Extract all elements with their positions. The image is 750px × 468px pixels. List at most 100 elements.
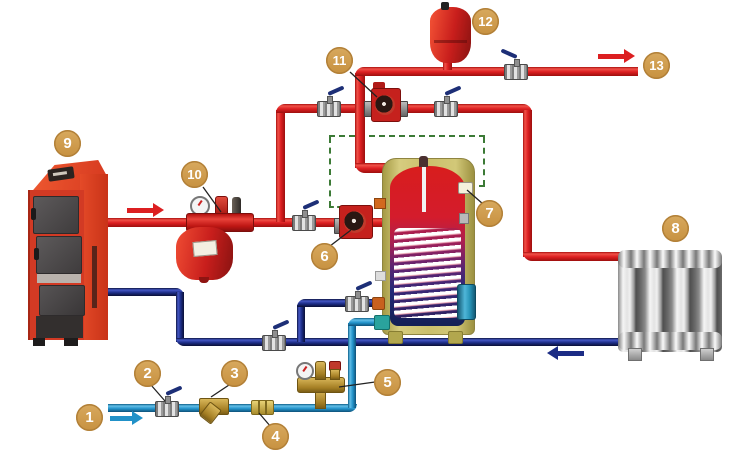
solid-fuel-boiler (26, 156, 110, 350)
arrow-shaft (127, 208, 153, 213)
callout-number: 1 (85, 409, 94, 426)
air-vent (232, 197, 241, 215)
tank-foot-right (448, 331, 463, 344)
pump-face (375, 95, 395, 115)
tank-middle-left-stub (375, 271, 386, 281)
callout-1: 1 (76, 404, 103, 431)
callout-number: 13 (649, 58, 664, 73)
tank-heating-coil (394, 228, 461, 318)
dhw-pressure-gauge (296, 362, 314, 380)
callout-3: 3 (221, 360, 248, 387)
dhw-tank-top-pipe (355, 163, 392, 173)
pump-face (344, 211, 366, 233)
callout-9: 9 (54, 130, 81, 157)
dhw-outlet-ball-valve (504, 59, 528, 80)
callout-number: 7 (485, 205, 494, 222)
dhw-outlet-riser-pipe (355, 73, 365, 168)
heating-pump-valve-right (434, 96, 458, 117)
pump-terminal-box (373, 82, 385, 91)
dhw-air-vent (315, 361, 326, 380)
radiator-top-header (618, 250, 722, 268)
dhw-safety-valve-body (330, 369, 340, 380)
cold-water-inlet-fitting (374, 315, 390, 330)
tank-side-stub (459, 213, 469, 224)
callout-number: 2 (143, 365, 152, 382)
union-ridge (258, 401, 260, 414)
sensor-wire-right (483, 137, 485, 186)
pipe-union-fitting (251, 400, 274, 415)
tank-top-fitting (419, 156, 428, 167)
dhw-top-flow-arrow (598, 49, 635, 63)
boiler-foot-left (33, 338, 45, 346)
boiler-circulation-pump (334, 203, 376, 247)
boiler-upper-door (33, 196, 79, 234)
radiator-foot-right (700, 348, 714, 361)
callout-number: 10 (187, 167, 202, 182)
callout-6: 6 (311, 243, 338, 270)
sensor-wire-left (329, 137, 331, 207)
heating-circulation-pump (364, 82, 408, 126)
leader-line-3 (210, 384, 230, 398)
sensor-wire-to-pump (329, 206, 342, 208)
coil-return-fitting (372, 297, 385, 310)
heating-pump-valve-left (317, 96, 341, 117)
cold-water-riser-pipe (348, 323, 356, 408)
heating-expansion-tank (176, 227, 233, 283)
radiator (618, 250, 722, 361)
expansion-tank-label (192, 239, 218, 258)
callout-number: 4 (271, 428, 280, 445)
cold-water-inlet-flow-arrow (110, 411, 143, 425)
radiator-return-flow-arrow (547, 346, 584, 360)
boiler-side-slot (92, 246, 97, 308)
vessel-air-valve (441, 2, 449, 10)
return-ball-valve (262, 330, 286, 351)
callout-number: 12 (478, 14, 493, 29)
sensor-wire-to-sensor (468, 185, 485, 187)
callout-11: 11 (326, 47, 353, 74)
callout-4: 4 (262, 423, 289, 450)
return-riser-pipe (176, 292, 184, 342)
arrow-shaft (110, 416, 132, 421)
expansion-tank-cap (199, 277, 209, 283)
arrow-shaft (558, 351, 584, 356)
tank-temperature-sensor (458, 182, 473, 194)
callout-number: 6 (320, 248, 329, 265)
cold-water-tank-pipe (348, 318, 382, 326)
boiler-middle-door (36, 236, 82, 274)
cold-inlet-ball-valve (155, 396, 179, 417)
cold-water-inlet-pipe (108, 404, 357, 412)
boiler-trim-strip (37, 274, 81, 283)
boiler-door-handle-upper (31, 208, 36, 220)
callout-5: 5 (374, 369, 401, 396)
tank-right-connection (457, 284, 476, 320)
boiler-logo-mark (52, 171, 68, 177)
callout-number: 3 (230, 365, 239, 382)
tank-sensor-tube (422, 166, 426, 212)
callout-8: 8 (662, 215, 689, 242)
callout-13: 13 (643, 52, 670, 79)
dhw-expansion-vessel (430, 7, 471, 63)
radiator-supply-pipe (523, 252, 621, 261)
supply-ball-valve (292, 210, 316, 231)
boiler-return-pipe (104, 288, 184, 296)
vessel-seam (434, 40, 467, 43)
callout-7: 7 (476, 200, 503, 227)
coil-return-pipe (297, 299, 385, 307)
tank-upper-left-stub (374, 198, 386, 209)
callout-2: 2 (134, 360, 161, 387)
callout-number: 11 (332, 53, 347, 68)
boiler-foot-right (64, 338, 78, 346)
radiator-foot-left (628, 348, 642, 361)
callout-number: 8 (671, 220, 680, 237)
boiler-base (36, 316, 83, 338)
radiator-bottom-header (618, 332, 722, 350)
callout-number: 9 (63, 135, 72, 152)
callout-10: 10 (181, 161, 208, 188)
callout-number: 5 (383, 374, 392, 391)
coil-return-ball-valve (345, 291, 369, 312)
dhw-safety-group (296, 360, 346, 409)
coil-return-riser-pipe (297, 305, 305, 342)
heating-riser-pipe (276, 110, 285, 222)
expansion-vessel-stub-pipe (443, 56, 452, 70)
